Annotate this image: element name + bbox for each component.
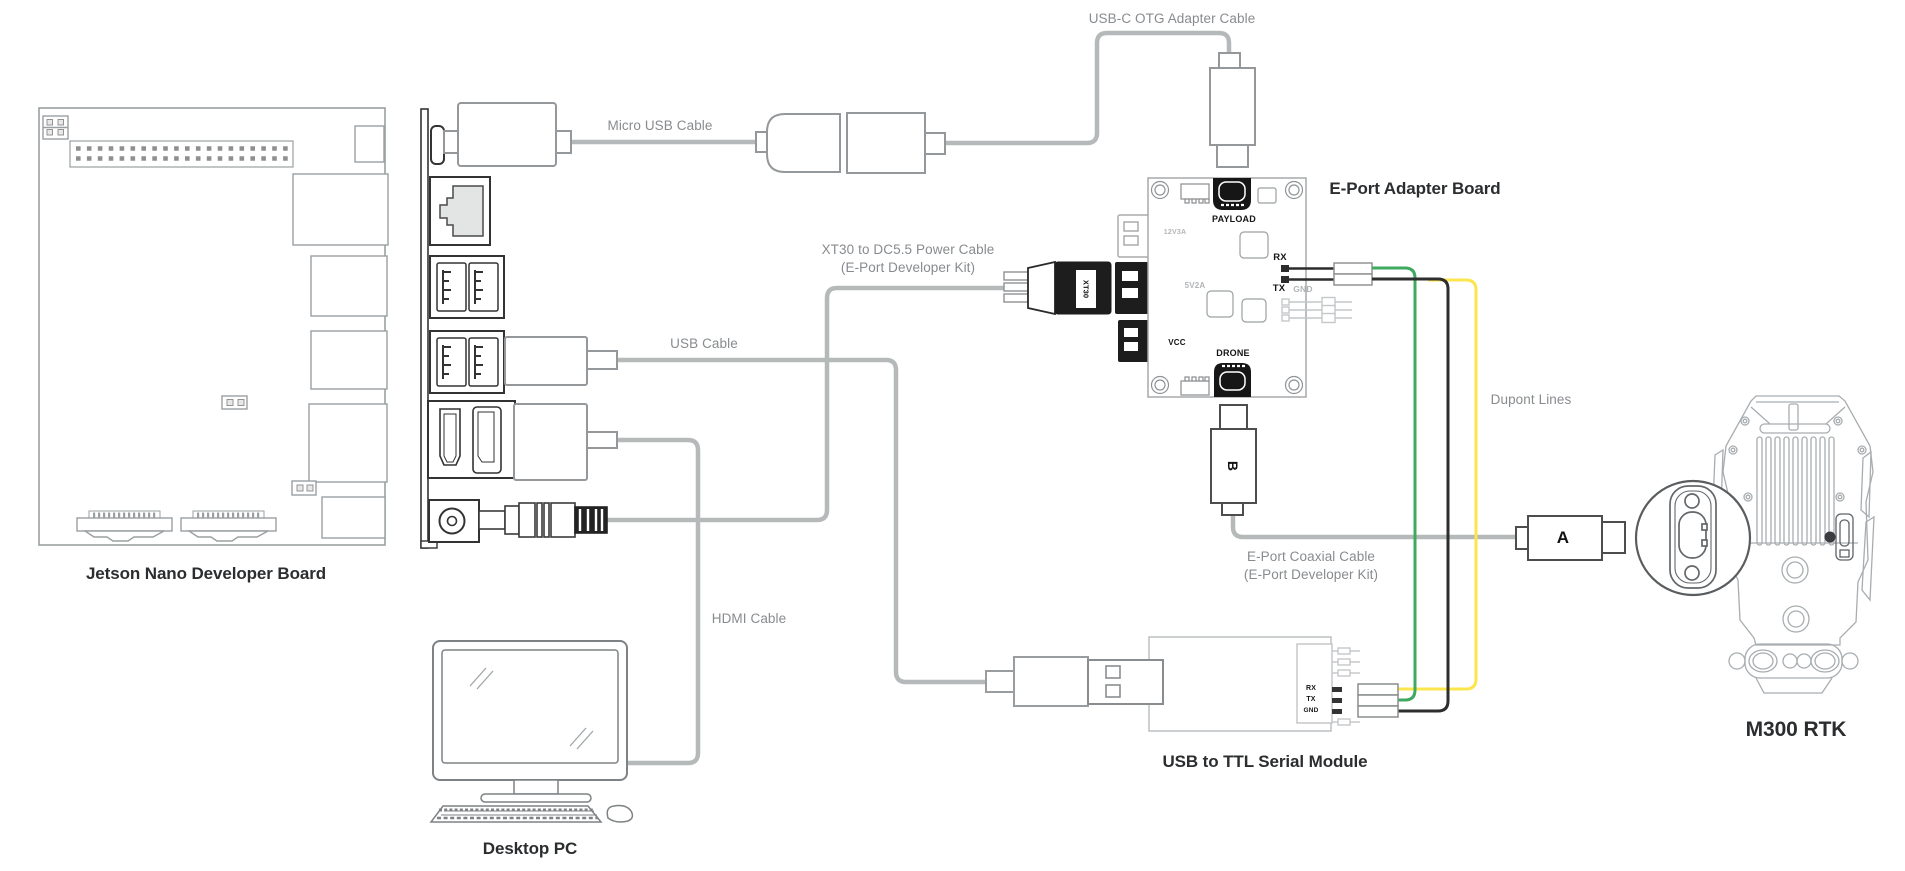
coax-cable-label-line1: E-Port Coaxial Cable — [1246, 549, 1376, 564]
usb-cable — [614, 357, 991, 685]
rx-pin-label: RX — [1273, 252, 1287, 263]
dupont-wire-green — [1372, 266, 1417, 702]
heatsink-ribs — [1756, 436, 1835, 546]
usb-c-otg-connector — [1209, 52, 1256, 168]
jetson-io-panel — [420, 108, 516, 549]
ttl-module-label: USB to TTL Serial Module — [1162, 752, 1368, 771]
payload-port — [1213, 178, 1251, 210]
5v2a-port-label: 5V2A — [1184, 281, 1206, 290]
jetson-nano-board — [38, 107, 389, 546]
coaxial-cable — [1230, 511, 1520, 540]
dupont-lines-label: Dupont Lines — [1490, 392, 1572, 407]
eport-socket-callout — [1634, 479, 1752, 597]
power-cable — [603, 285, 1009, 523]
coax-cable-label-line2: (E-Port Developer Kit) — [1243, 567, 1379, 582]
usb-c-otg-cable — [941, 30, 1232, 146]
usb-ttl-module — [985, 636, 1399, 732]
m300-drone — [1712, 395, 1875, 694]
xt30-connector — [1003, 260, 1112, 316]
usb-a-plug-ttl — [985, 656, 1164, 707]
dp-plug-jetson — [513, 403, 618, 481]
gnd-pin-label: GND — [1293, 284, 1313, 294]
micro-usb-port — [430, 125, 445, 165]
hdmi-cable-label: HDMI Cable — [711, 611, 787, 626]
ttl-uart-pins — [1332, 683, 1399, 718]
usb-adapter-coupler — [755, 112, 946, 174]
desktop-pc — [429, 640, 634, 823]
drone-port-label: DRONE — [1216, 348, 1250, 358]
vcc-port-label: VCC — [1168, 338, 1186, 347]
micro-usb-cable-label: Micro USB Cable — [607, 118, 713, 133]
usb-ports-lower — [429, 330, 505, 394]
power-cable-label-line1: XT30 to DC5.5 Power Cable — [821, 242, 995, 257]
spare-pins — [1281, 296, 1352, 324]
ttl-spare-pins — [1332, 647, 1360, 726]
ttl-rx-label: RX — [1305, 685, 1317, 692]
tx-pin-label: TX — [1272, 283, 1286, 294]
12v3a-port-label: 12V3A — [1163, 229, 1187, 236]
power-cable-label-line2: (E-Port Developer Kit) — [840, 260, 976, 275]
cables — [568, 30, 1520, 766]
desktop-pc-label: Desktop PC — [482, 839, 578, 858]
mouse — [606, 804, 634, 823]
coax-b-label: B — [1225, 460, 1241, 472]
dc-barrel-plug — [478, 502, 608, 538]
dc-power-jack — [428, 499, 480, 543]
xt30-connector-label: XT30 — [1081, 279, 1091, 299]
ethernet-port — [429, 176, 491, 246]
jetson-board-label: Jetson Nano Developer Board — [85, 564, 327, 583]
eport-board-label: E-Port Adapter Board — [1329, 179, 1501, 198]
coax-connector-b — [1210, 404, 1257, 516]
eport-adapter-board — [1147, 177, 1373, 398]
usb-a-plug-jetson — [504, 336, 618, 386]
hdmi-dp-ports — [427, 400, 516, 479]
drone-port — [1214, 363, 1251, 397]
drone-screws — [1728, 416, 1867, 502]
jetson-jumpers — [221, 395, 317, 496]
coax-connector-a — [1515, 515, 1626, 561]
drone-eport-connector — [1824, 513, 1854, 561]
dupont-wires — [1372, 266, 1478, 713]
ttl-tx-label: TX — [1306, 696, 1316, 703]
screen-glare — [469, 667, 494, 690]
usb-ports-upper — [429, 255, 505, 319]
screw-holes — [1150, 180, 1304, 395]
dupont-wire-black — [1372, 277, 1450, 713]
m300-label: M300 RTK — [1745, 718, 1847, 741]
jetson-gpio-header — [69, 140, 294, 168]
micro-usb-plug — [443, 102, 572, 167]
keyboard — [429, 805, 603, 823]
ttl-gnd-label: GND — [1303, 707, 1319, 714]
hdmi-cable — [614, 437, 701, 766]
jetson-header-2x2 — [42, 115, 69, 140]
usb-cable-label: USB Cable — [670, 336, 738, 351]
payload-port-label: PAYLOAD — [1212, 214, 1256, 224]
jetson-csi-connectors — [76, 510, 277, 542]
dupont-wire-yellow — [1398, 278, 1478, 691]
otg-cable-label: USB-C OTG Adapter Cable — [1088, 11, 1256, 26]
board-components — [1180, 183, 1277, 396]
coax-a-label: A — [1556, 528, 1570, 547]
